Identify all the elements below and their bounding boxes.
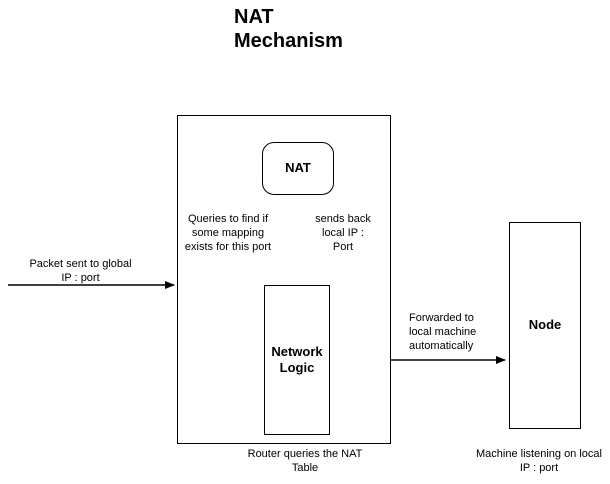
forwarded-label: Forwarded to local machine automatically: [409, 312, 477, 352]
router-caption: Router queries the NAT Table: [247, 448, 363, 474]
nat-box: NAT: [262, 142, 334, 195]
node-box-label: Node: [528, 317, 562, 333]
node-box: Node: [509, 222, 581, 429]
machine-caption: Machine listening on local IP : port: [476, 448, 602, 474]
nat-box-label: NAT: [285, 160, 311, 176]
queries-label: Queries to find if some mapping exists f…: [184, 213, 272, 253]
sends-back-label: sends back local IP : Port: [315, 213, 371, 253]
network-logic-box: Network Logic: [264, 285, 330, 435]
diagram-title: NAT Mechanism: [234, 6, 343, 52]
packet-in-label: Packet sent to global IP : port: [29, 258, 132, 284]
network-logic-label: Network Logic: [271, 343, 323, 375]
